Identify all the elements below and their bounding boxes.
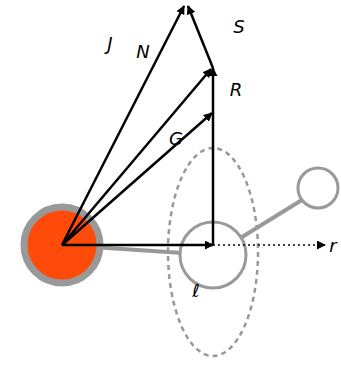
j-vector xyxy=(62,6,184,245)
l-vector xyxy=(62,244,213,247)
n-vector xyxy=(62,69,211,245)
vector-label: r xyxy=(329,237,336,255)
vector-label: N xyxy=(136,43,149,61)
vector-label: S xyxy=(233,18,244,36)
vector-label: ℓ xyxy=(192,282,199,300)
internuclear-axis xyxy=(213,244,325,246)
small-atom xyxy=(298,168,338,208)
vector-label: R xyxy=(230,81,243,99)
vector-label: J xyxy=(107,35,112,53)
g-vector xyxy=(62,113,212,245)
r-vector xyxy=(212,68,215,245)
vector-label: G xyxy=(169,130,183,148)
s-vector xyxy=(188,6,213,68)
